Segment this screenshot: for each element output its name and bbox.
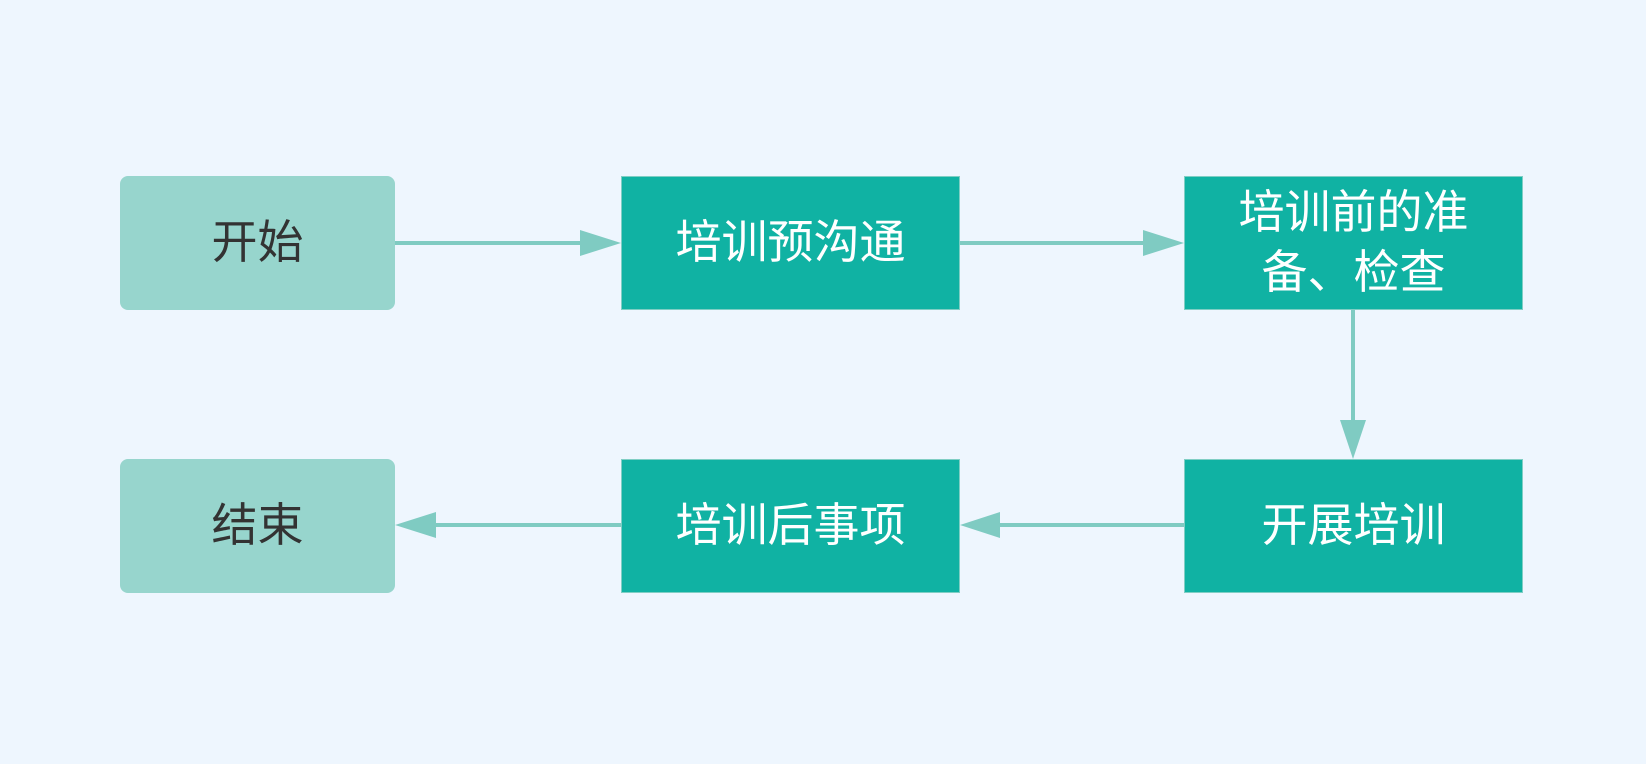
start-node-label: 开始 [211, 215, 304, 270]
followup-node: 培训后事项 [621, 459, 960, 593]
start-node: 开始 [120, 176, 395, 310]
arrowhead-followup-to-end [395, 512, 436, 538]
arrowhead-start-to-communication [580, 230, 621, 256]
preparation-node: 培训前的准备、检查 [1184, 176, 1523, 310]
end-node: 结束 [120, 459, 395, 593]
end-node-label: 结束 [211, 498, 304, 553]
communication-node-label: 培训预沟通 [675, 215, 906, 270]
arrowhead-preparation-to-conduct [1340, 420, 1366, 459]
communication-node: 培训预沟通 [621, 176, 960, 310]
conduct-training-node-label: 开展培训 [1261, 498, 1446, 553]
conduct-training-node: 开展培训 [1184, 459, 1523, 593]
arrowhead-conduct-to-followup [960, 512, 1000, 538]
arrowhead-communication-to-preparation [1143, 230, 1184, 256]
preparation-node-label: 培训前的准备、检查 [1238, 185, 1469, 299]
followup-node-label: 培训后事项 [675, 498, 906, 553]
